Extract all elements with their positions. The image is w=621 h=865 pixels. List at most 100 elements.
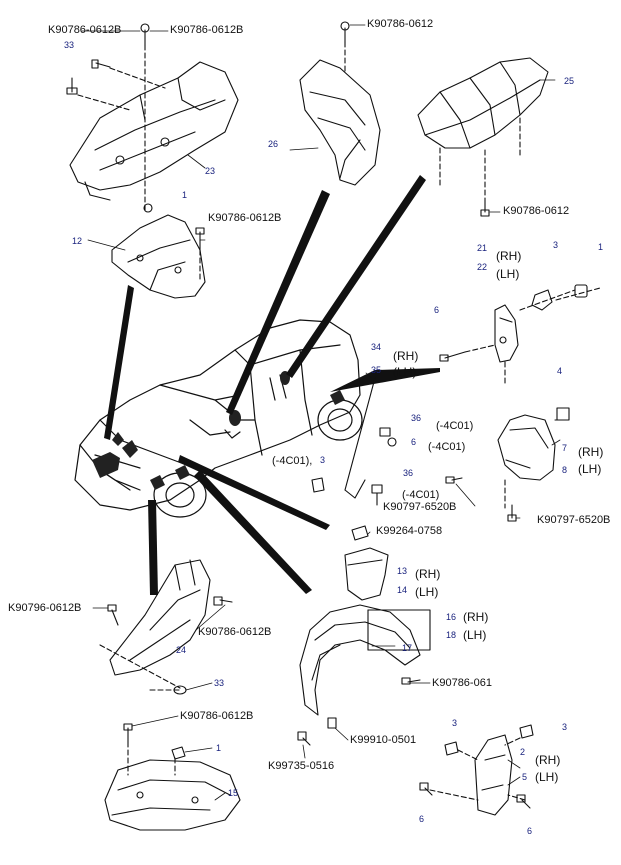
clip-36a — [379, 427, 391, 437]
side-label: (LH) — [393, 365, 417, 379]
callout-number: 3 — [452, 718, 458, 728]
side-label: (RH) — [415, 567, 441, 581]
callout-number: 35 — [371, 365, 382, 375]
part-label: K90786-0612 — [503, 205, 570, 217]
side-label: (RH) — [578, 445, 604, 459]
callout-number: 33 — [64, 40, 75, 50]
callout-number: 23 — [205, 166, 216, 176]
bolt-k90786-d — [213, 596, 233, 606]
bracket-12 — [111, 203, 206, 299]
callout-number: 8 — [562, 465, 568, 475]
callout-number: 18 — [446, 630, 457, 640]
callout-number: 14 — [397, 585, 408, 595]
panel-24 — [109, 559, 211, 676]
side-label: (RH) — [496, 249, 522, 263]
guide-line-2 — [77, 94, 131, 111]
callout-number: 7 — [562, 443, 568, 453]
part-label: K90786-0612B — [208, 212, 282, 224]
callout-number: 33 — [214, 678, 225, 688]
callout-number: 25 — [564, 76, 575, 86]
bolt-33a — [66, 77, 78, 95]
callout-number: 34 — [371, 342, 382, 352]
mudguard-7-8 — [497, 414, 556, 481]
bracket-21-22 — [494, 304, 519, 363]
side-label: (RH) — [463, 610, 489, 624]
part-label: K90786-0612 — [367, 18, 434, 30]
callout-number: 21 — [477, 243, 488, 253]
side-label: (LH) — [415, 585, 439, 599]
callout-number: 2 — [520, 747, 526, 757]
bolt-k90797-b — [507, 504, 517, 522]
clip-3c — [444, 741, 459, 756]
part-label: K90797-6520B — [383, 501, 457, 513]
clip-1c — [171, 746, 186, 760]
clip-4 — [556, 407, 570, 421]
wheel-liner-17 — [299, 604, 421, 716]
callout-number: 26 — [268, 139, 279, 149]
callout-number: 12 — [72, 236, 83, 246]
model-code: (-4C01) — [428, 441, 466, 453]
part-label: K90786-0612B — [180, 710, 254, 722]
callout-number: 6 — [527, 826, 533, 836]
side-label: (LH) — [496, 267, 520, 281]
bolt-k99735 — [297, 731, 311, 746]
mudflap-2-5 — [474, 734, 513, 816]
clip-36b — [371, 484, 383, 506]
part-label: K99264-0758 — [376, 525, 443, 537]
bolt-k90786-a — [91, 59, 111, 69]
part-label: K90797-6520B — [537, 514, 611, 526]
callout-number: 1 — [598, 242, 604, 252]
part-label: K90786-0612B — [170, 24, 244, 36]
callout-number: 4 — [557, 366, 563, 376]
heat-shield-25 — [417, 57, 549, 149]
bolt-6d — [516, 794, 531, 809]
callout-number: 1 — [216, 743, 222, 753]
clip-1b — [574, 284, 588, 298]
bolt-k99910 — [327, 717, 337, 729]
side-label: (LH) — [578, 462, 602, 476]
callout-number: 13 — [397, 566, 408, 576]
callout-number: 6 — [419, 814, 425, 824]
callout-number: 36 — [411, 413, 422, 423]
bolt-k90786-c — [195, 227, 205, 251]
callout-number: 6 — [434, 305, 440, 315]
callout-number: 1 — [182, 190, 188, 200]
heat-shield-26 — [299, 59, 381, 186]
callout-number: 22 — [477, 262, 488, 272]
clip-k99264 — [351, 525, 369, 541]
undercover-15 — [104, 759, 241, 831]
part-label: K90786-0612B — [198, 626, 272, 638]
clip-3b — [311, 477, 325, 493]
bolt-k90786-b — [140, 23, 150, 46]
pointer-wedges — [104, 175, 440, 595]
bolt-k90786-061 — [401, 677, 421, 685]
callout-number: 17 — [402, 643, 413, 653]
undercover-23 — [69, 61, 239, 201]
side-label: (LH) — [463, 628, 487, 642]
callout-number: 6 — [411, 437, 417, 447]
callout-number: 15 — [228, 788, 239, 798]
bolt-6c — [419, 782, 433, 796]
part-label: K90786-061 — [432, 677, 492, 689]
part-label: K90786-0612B — [48, 24, 122, 36]
rod-35 — [344, 377, 376, 499]
bolt-k90786-e — [123, 723, 133, 743]
part-label: K99910-0501 — [350, 734, 417, 746]
bolt-6a — [439, 351, 466, 362]
bolt-k90796 — [107, 604, 119, 626]
bracket-13-14 — [344, 547, 389, 601]
callout-number: 3 — [553, 240, 559, 250]
guide-line-3 — [109, 67, 166, 89]
clip-6b — [387, 437, 397, 447]
side-label: (RH) — [535, 753, 561, 767]
model-code: (-4C01), — [272, 455, 313, 467]
callout-number: 16 — [446, 612, 457, 622]
side-label: (LH) — [535, 770, 559, 784]
side-label: (RH) — [393, 349, 419, 363]
clip-3d — [519, 724, 534, 739]
part-label: K90796-0612B — [8, 602, 82, 614]
car-front-details — [92, 371, 345, 490]
model-code: (-4C01) — [436, 420, 474, 432]
